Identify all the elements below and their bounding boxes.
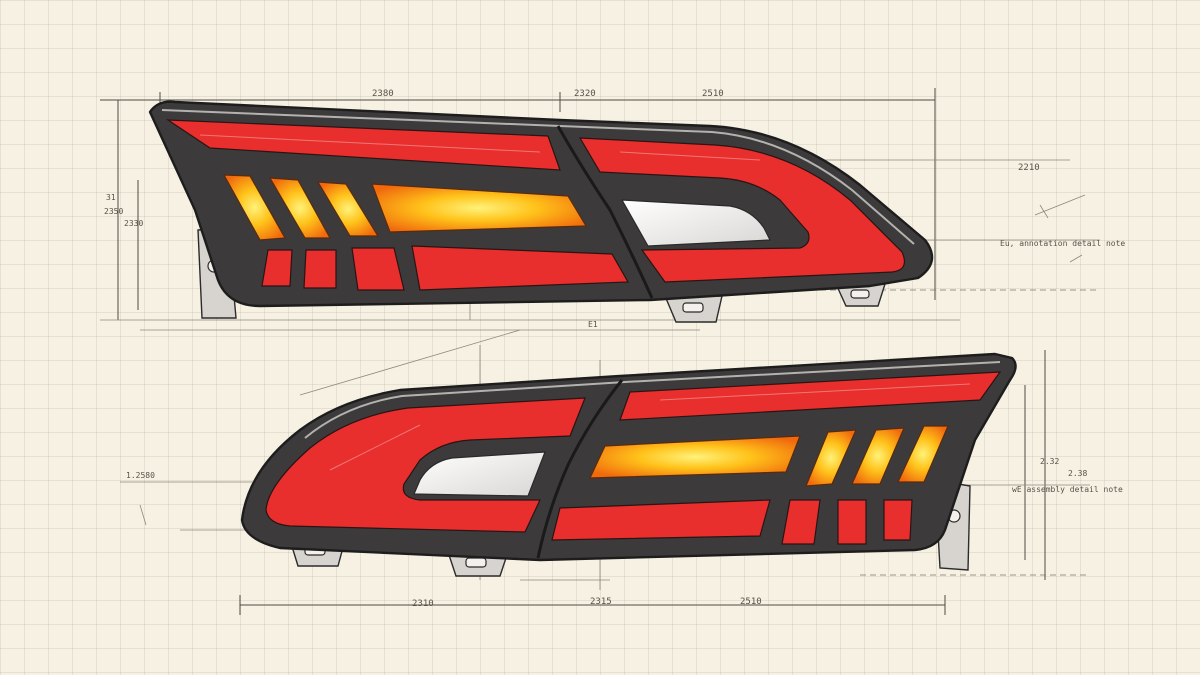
lower-amber-lamp xyxy=(589,435,801,479)
top-right-note-2: Eu, annotation detail note xyxy=(1000,239,1125,248)
bottom-right-note-3: wE assembly detail note xyxy=(1012,485,1123,494)
lower-reverse-lens xyxy=(413,451,546,497)
bottom-dim-label-3: 2510 xyxy=(740,597,762,607)
bottom-dim-label-2: 2315 xyxy=(590,597,612,607)
bottom-right-note-2: 2.38 xyxy=(1068,469,1087,478)
bottom-dim-label-1: 2310 xyxy=(412,599,434,609)
top-dim-label-2: 2320 xyxy=(574,89,596,99)
upper-reverse-lens xyxy=(620,199,771,247)
side-dim-label-2: 2350 xyxy=(104,207,123,216)
top-dim-label-1: 2380 xyxy=(372,89,394,99)
bottom-left-note: 1.2580 xyxy=(126,471,155,480)
side-dim-label-3: 2330 xyxy=(124,219,143,228)
top-dim-label-3: 2510 xyxy=(702,89,724,99)
lower-tail-light xyxy=(240,352,1017,577)
bottom-right-note-1: 2.32 xyxy=(1040,457,1059,466)
upper-tail-light xyxy=(148,100,934,323)
side-dim-label-1: 31 xyxy=(106,193,116,202)
upper-amber-lamp xyxy=(371,183,588,233)
top-right-note-1: 2210 xyxy=(1018,163,1040,173)
top-center-mark: E1 xyxy=(588,320,598,329)
